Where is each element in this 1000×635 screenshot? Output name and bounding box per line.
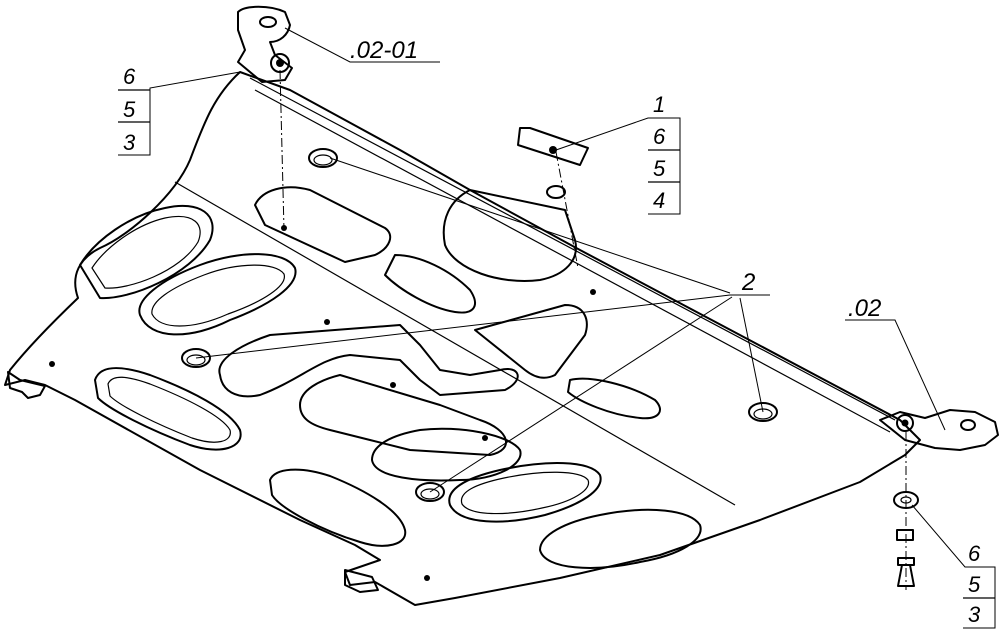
label-stack-center-1: 1 bbox=[653, 92, 665, 117]
label-2: 2 bbox=[741, 269, 755, 296]
label-stack-center-4: 4 bbox=[653, 188, 665, 213]
label-stack-bottom-right-3: 3 bbox=[968, 602, 981, 627]
rubber-pad bbox=[517, 127, 589, 166]
label-02: .02 bbox=[848, 295, 881, 322]
label-stack-top-left-1: 6 bbox=[123, 64, 136, 89]
label-stack-center-3: 5 bbox=[653, 156, 666, 181]
label-stack-center-2: 6 bbox=[653, 124, 666, 149]
label-stack-top-left-3: 3 bbox=[123, 130, 136, 155]
label-02-01: .02-01 bbox=[350, 37, 418, 64]
stamped-ribs bbox=[79, 204, 702, 569]
callout-labels: .02-01 .02 2 6 5 3 1 6 5 4 6 5 3 bbox=[123, 37, 981, 627]
assembly-axes bbox=[279, 69, 907, 590]
skid-plate bbox=[4, 71, 921, 606]
leader-lines bbox=[118, 27, 996, 629]
label-stack-top-left-2: 5 bbox=[123, 97, 136, 122]
front-tabs bbox=[7, 371, 379, 593]
label-stack-bottom-right-1: 6 bbox=[968, 541, 981, 566]
mounting-holes bbox=[49, 148, 778, 581]
bracket-02 bbox=[879, 409, 999, 451]
bracket-02-01 bbox=[237, 5, 293, 83]
label-stack-bottom-right-2: 5 bbox=[968, 572, 981, 597]
plate-cutouts bbox=[254, 186, 588, 379]
